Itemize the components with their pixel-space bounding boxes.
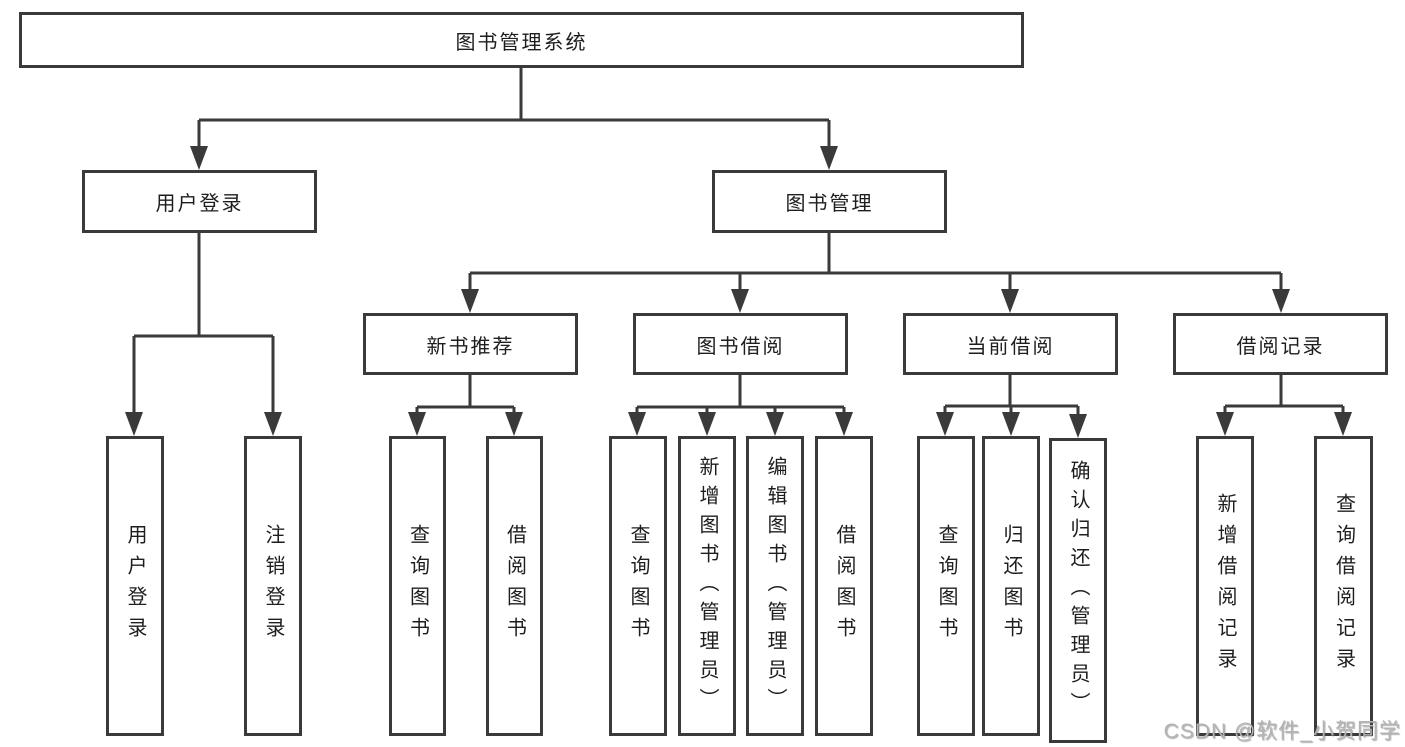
leaf-add-books-admin: 新增图书（管理员） [678, 436, 736, 736]
leaf-add-borrow-record: 新增借阅记录 [1196, 436, 1254, 736]
leaf-user-login: 用户登录 [106, 436, 164, 736]
leaf-query-books-recommend: 查询图书 [389, 436, 446, 736]
csdn-watermark: CSDN @软件_小贺同学 [1163, 720, 1401, 743]
node-library-management-system: 图书管理系统 [19, 12, 1024, 68]
leaf-borrow-books: 借阅图书 [815, 436, 873, 736]
node-book-borrowing: 图书借阅 [633, 313, 848, 375]
node-borrowing-records: 借阅记录 [1173, 313, 1388, 375]
node-new-book-recommendation: 新书推荐 [363, 313, 578, 375]
leaf-query-borrow-record: 查询借阅记录 [1314, 436, 1373, 736]
leaf-confirm-return-admin: 确认归还（管理员） [1049, 438, 1107, 743]
node-book-management: 图书管理 [712, 170, 947, 233]
node-user-login: 用户登录 [82, 170, 317, 233]
leaf-query-books-borrow: 查询图书 [609, 436, 667, 736]
leaf-logout: 注销登录 [244, 436, 302, 736]
node-current-borrowing: 当前借阅 [903, 313, 1118, 375]
leaf-edit-books-admin: 编辑图书（管理员） [746, 436, 804, 736]
leaf-borrow-books-recommend: 借阅图书 [486, 436, 543, 736]
leaf-query-books-current: 查询图书 [917, 436, 975, 736]
leaf-return-books: 归还图书 [982, 436, 1040, 736]
